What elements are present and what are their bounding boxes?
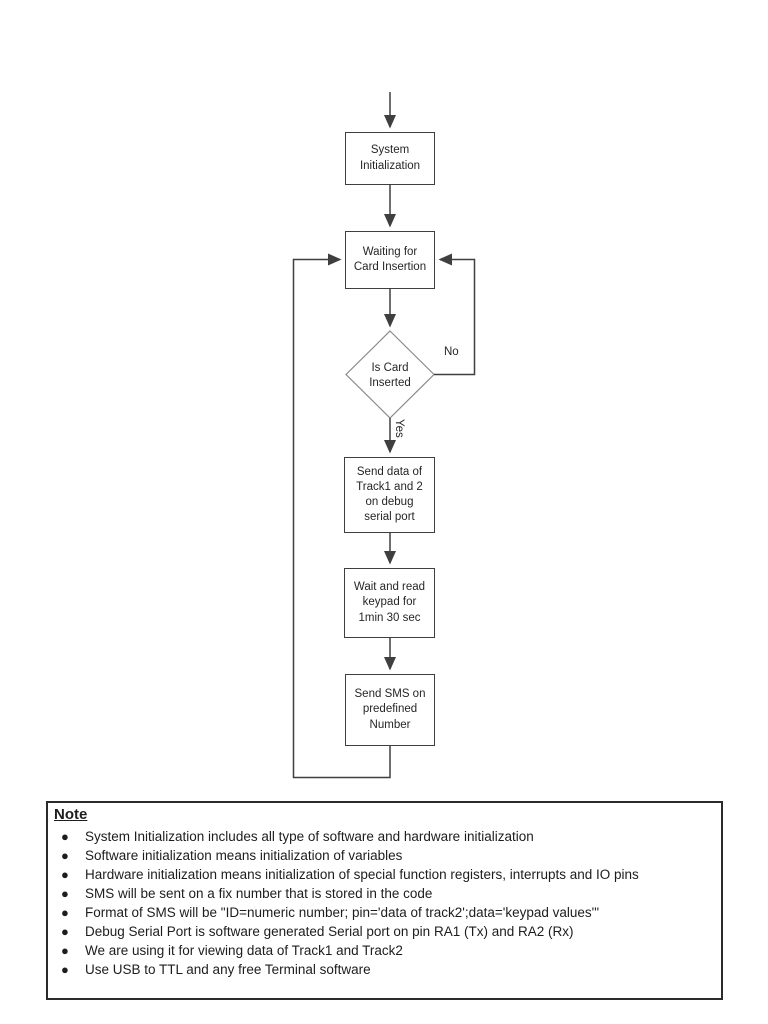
note-item: ●SMS will be sent on a fix number that i… <box>61 886 433 901</box>
node-send-track-data: Send data of Track1 and 2 on debug seria… <box>344 457 435 533</box>
node-wait-read-keypad: Wait and read keypad for 1min 30 sec <box>344 568 435 638</box>
node-send-sms-label: Send SMS on predefined Number <box>354 688 426 731</box>
bullet-icon: ● <box>61 905 69 920</box>
note-box: Note ●System Initialization includes all… <box>46 801 723 1000</box>
bullet-icon: ● <box>61 867 69 882</box>
branch-label-yes: Yes <box>393 419 405 438</box>
bullet-icon: ● <box>61 829 69 844</box>
node-waiting-card-insertion-label: Waiting for Card Insertion <box>353 245 427 273</box>
note-title: Note <box>54 806 88 823</box>
note-item: ●We are using it for viewing data of Tra… <box>61 943 403 958</box>
connector-no-loop-right <box>434 253 476 376</box>
note-item: ●Format of SMS will be "ID=numeric numbe… <box>61 905 600 920</box>
bullet-icon: ● <box>61 962 69 977</box>
note-item: ●System Initialization includes all type… <box>61 829 534 844</box>
connector-loop-back-left <box>292 253 391 779</box>
note-item: ●Software initialization means initializ… <box>61 848 403 863</box>
node-decision-is-card-inserted: Is Card Inserted <box>369 362 411 390</box>
branch-label-no: No <box>444 346 459 358</box>
note-item: ●Use USB to TTL and any free Terminal so… <box>61 962 371 977</box>
node-wait-read-keypad-label: Wait and read keypad for 1min 30 sec <box>353 581 426 624</box>
node-system-initialization-label: System Initialization <box>359 144 421 172</box>
bullet-icon: ● <box>61 848 69 863</box>
note-list: ●System Initialization includes all type… <box>48 827 711 979</box>
node-waiting-card-insertion: Waiting for Card Insertion <box>345 231 435 289</box>
bullet-icon: ● <box>61 886 69 901</box>
bullet-icon: ● <box>61 924 69 939</box>
note-item: ●Debug Serial Port is software generated… <box>61 924 574 939</box>
node-send-sms: Send SMS on predefined Number <box>345 674 435 746</box>
node-system-initialization: System Initialization <box>345 132 435 185</box>
note-item: ●Hardware initialization means initializ… <box>61 867 639 882</box>
node-send-track-data-label: Send data of Track1 and 2 on debug seria… <box>356 465 423 524</box>
bullet-icon: ● <box>61 943 69 958</box>
